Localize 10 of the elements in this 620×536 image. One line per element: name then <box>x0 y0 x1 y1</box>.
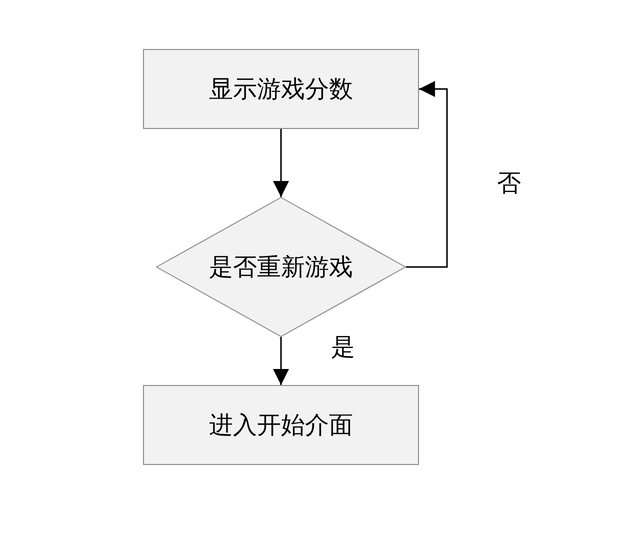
arrow <box>273 129 289 197</box>
process-box <box>143 385 419 465</box>
edge-label: 是 <box>331 333 355 361</box>
node-text: 是否重新游戏 <box>209 252 353 283</box>
node-text: 显示游戏分数 <box>209 74 353 105</box>
arrow <box>406 81 448 268</box>
decision-diamond <box>156 197 406 337</box>
arrow <box>273 337 289 385</box>
process-box <box>143 49 419 129</box>
node-text: 进入开始介面 <box>209 410 353 441</box>
